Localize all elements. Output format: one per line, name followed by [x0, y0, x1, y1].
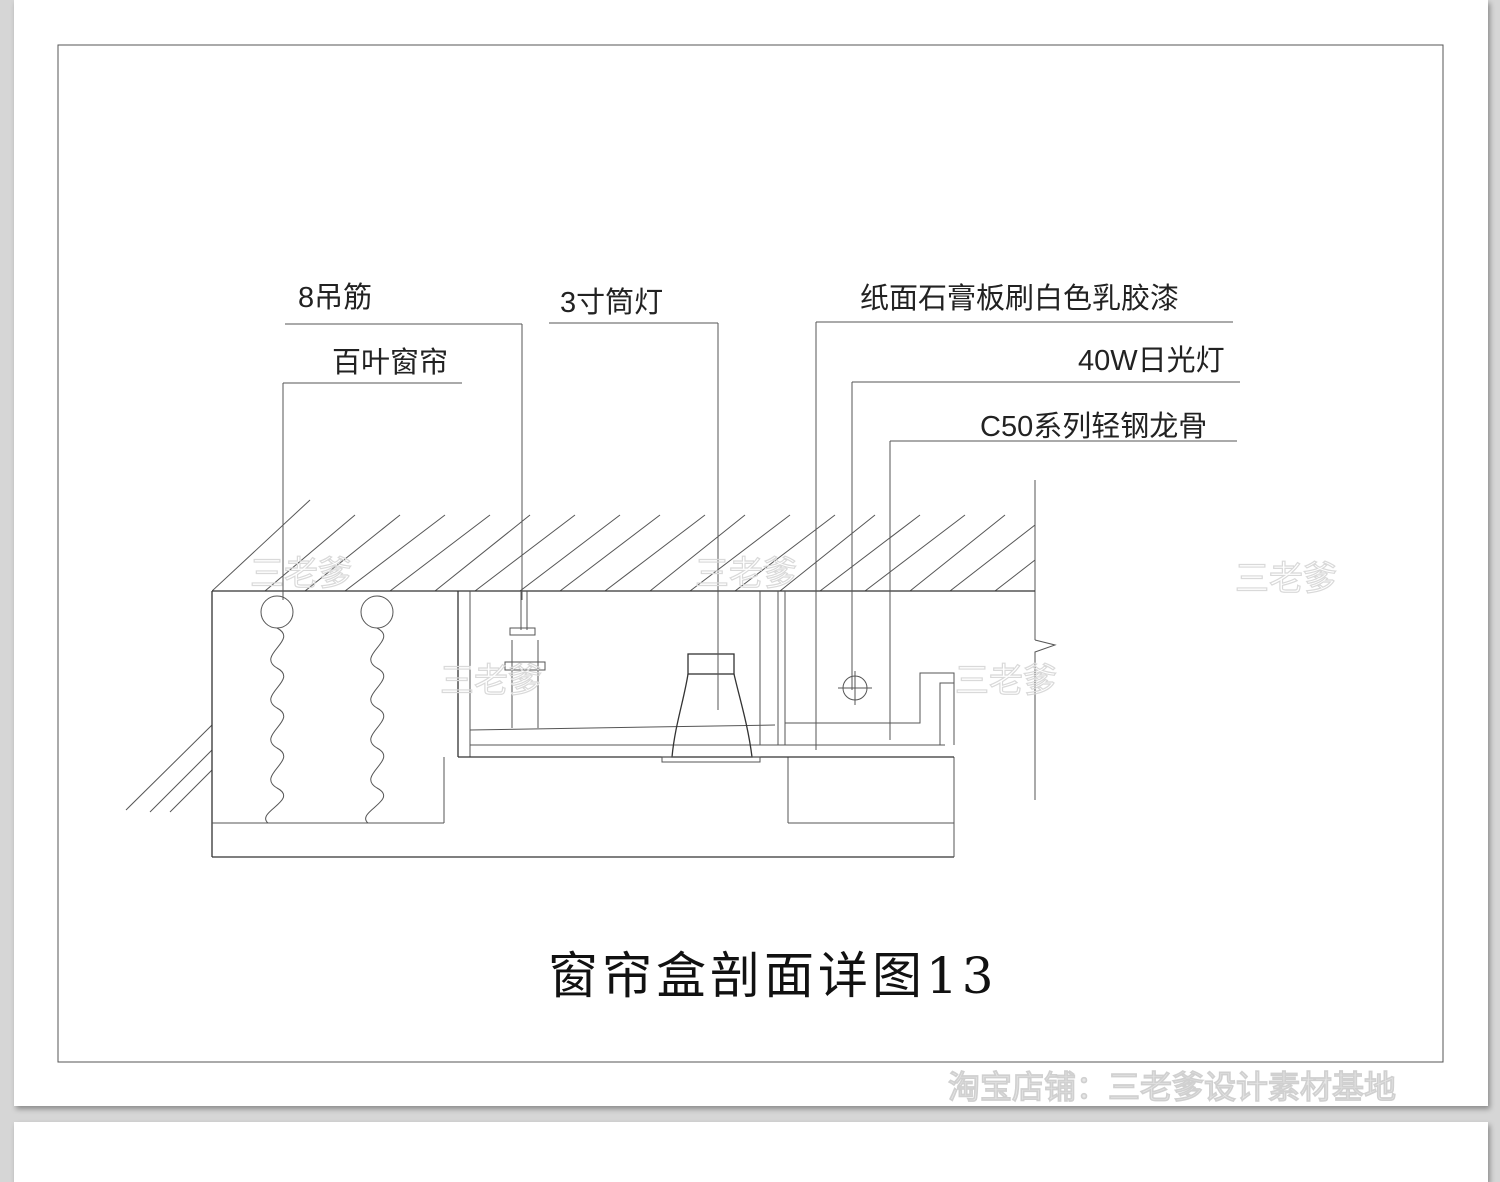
blind-curtain — [260, 595, 394, 824]
label-hanger: 8吊筋 — [298, 281, 372, 314]
hanger-rod — [504, 591, 546, 728]
curtain-box — [211, 591, 955, 858]
label-blind: 百叶窗帘 — [332, 346, 448, 379]
label-downlight: 3寸筒灯 — [560, 286, 663, 319]
watermark-4: 三老爹 — [440, 661, 542, 701]
label-fluorescent: 40W日光灯 — [1078, 344, 1225, 377]
drawing-frame — [57, 44, 1444, 1063]
watermark-2: 三老爹 — [695, 554, 797, 594]
shop-footer: 淘宝店铺：三老爹设计素材基地 — [948, 1068, 1396, 1106]
watermark-5: 三老爹 — [955, 661, 1057, 701]
label-gypsum: 纸面石膏板刷白色乳胶漆 — [860, 282, 1179, 315]
fluorescent-lamp — [838, 671, 872, 705]
drawing-sheet — [14, 0, 1488, 1106]
downlight-fixture — [661, 653, 761, 763]
leader-lines — [282, 321, 1240, 750]
ceiling-slab-hatch — [212, 499, 1035, 591]
label-keel: C50系列轻钢龙骨 — [980, 410, 1207, 443]
watermark-1: 三老爹 — [250, 554, 352, 594]
watermark-3: 三老爹 — [1235, 559, 1337, 599]
drawing-title: 窗帘盒剖面详图13 — [548, 947, 998, 1005]
wall-hatch — [125, 724, 213, 813]
